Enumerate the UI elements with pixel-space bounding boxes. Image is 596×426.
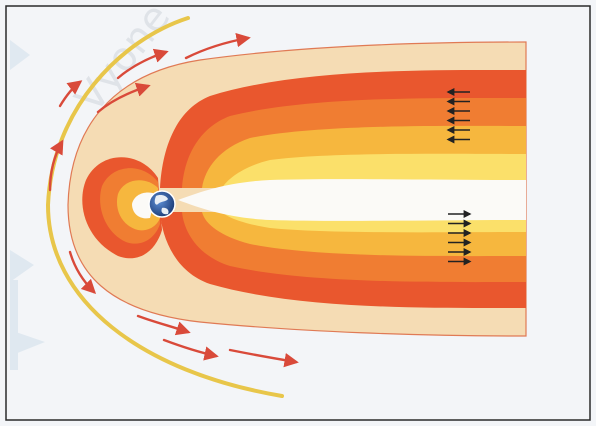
earth-globe-icon bbox=[149, 191, 175, 217]
plasma-sheet-cavity bbox=[178, 179, 526, 221]
